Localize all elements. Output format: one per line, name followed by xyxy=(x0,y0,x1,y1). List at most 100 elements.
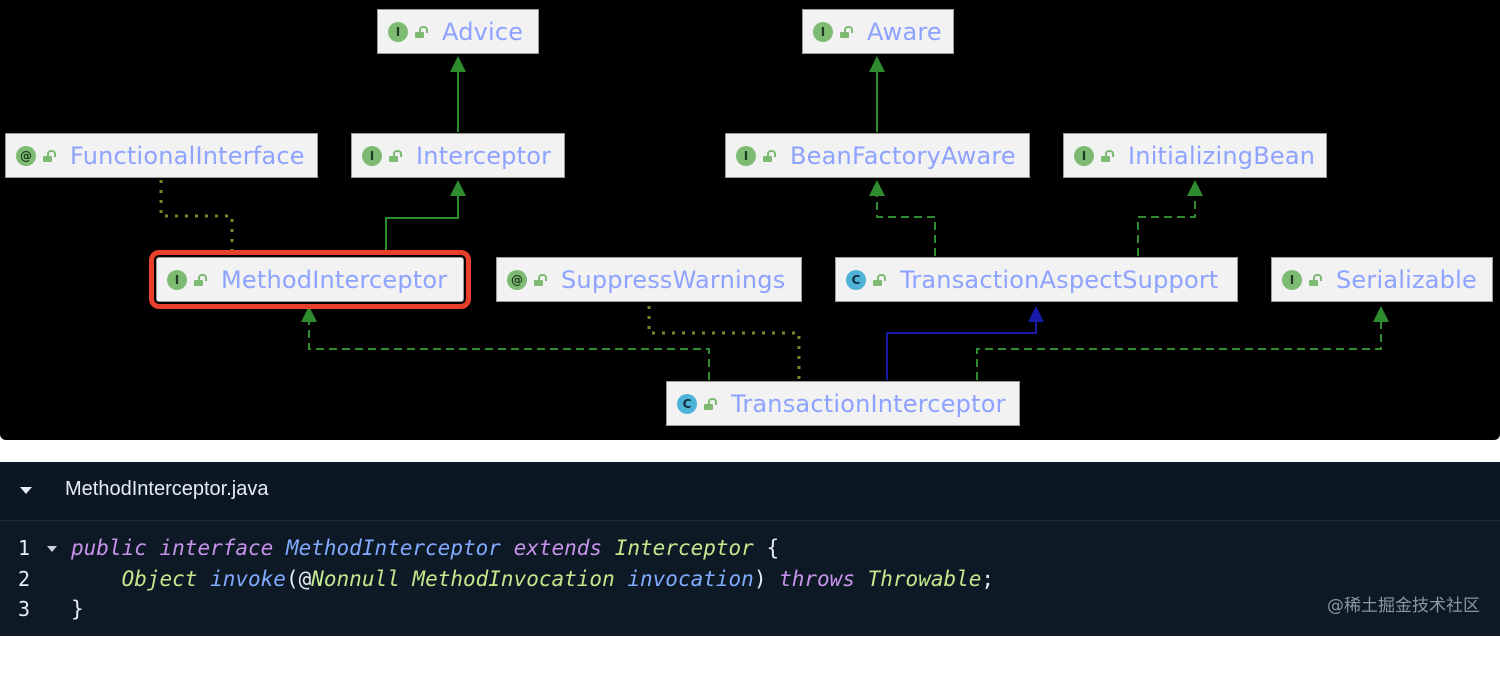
edge-arrowhead xyxy=(301,306,317,322)
class-diagram: I Advice I Aware @ FunctionalInterface I… xyxy=(0,0,1500,440)
node-suppress-warnings[interactable]: @ SuppressWarnings xyxy=(496,257,802,302)
edge-arrowhead xyxy=(450,56,466,72)
interface-icon: I xyxy=(167,269,187,290)
edge-arrowhead xyxy=(869,56,885,72)
code-token: ) xyxy=(753,567,780,591)
edge-tas-beanfactoryaware xyxy=(876,190,936,256)
node-label: TransactionAspectSupport xyxy=(900,265,1219,294)
watermark: @稀土掘金技术社区 xyxy=(1327,596,1480,616)
node-label: SuppressWarnings xyxy=(561,265,786,294)
code-line-text: } xyxy=(71,597,84,621)
code-token: MethodInvocation xyxy=(412,567,615,591)
node-transaction-interceptor[interactable]: C TransactionInterceptor xyxy=(666,381,1020,426)
node-functional-interface[interactable]: @ FunctionalInterface xyxy=(5,133,318,178)
node-advice[interactable]: I Advice xyxy=(377,9,539,54)
code-token: MethodInterceptor xyxy=(285,536,501,560)
edge-suppresswarnings-annotation xyxy=(647,306,801,380)
code-block: MethodInterceptor.java 1 public interfac… xyxy=(0,462,1500,636)
code-line-2: 2 Object invoke(@Nonnull MethodInvocatio… xyxy=(0,567,1500,597)
interface-icon: I xyxy=(736,145,756,166)
code-token: invoke xyxy=(210,567,286,591)
collapse-toggle-icon[interactable] xyxy=(20,487,32,494)
node-label: TransactionInterceptor xyxy=(731,389,1006,418)
code-line-text: Object invoke(@Nonnull MethodInvocation … xyxy=(71,567,995,591)
code-token: Throwable xyxy=(867,567,982,591)
public-lock-icon xyxy=(1308,273,1322,286)
code-token xyxy=(197,567,210,591)
code-block-header: MethodInterceptor.java xyxy=(0,462,1500,521)
node-label: BeanFactoryAware xyxy=(790,141,1016,170)
interface-icon: I xyxy=(1074,145,1094,166)
code-token: invocation xyxy=(627,567,754,591)
edge-functionalinterface-annotation xyxy=(159,180,234,250)
edge-arrowhead xyxy=(1187,180,1203,196)
interface-icon: I xyxy=(1282,269,1302,290)
code-line-text: public interface MethodInterceptor exten… xyxy=(71,536,779,560)
code-token: { xyxy=(753,536,780,560)
node-serializable[interactable]: I Serializable xyxy=(1271,257,1493,302)
line-number: 2 xyxy=(18,567,31,591)
code-token xyxy=(501,536,514,560)
interface-icon: I xyxy=(388,21,408,42)
public-lock-icon xyxy=(414,25,428,38)
code-token: throws xyxy=(779,567,855,591)
code-file-name: MethodInterceptor.java xyxy=(65,478,269,500)
code-token xyxy=(400,567,413,591)
abstract-class-icon: C xyxy=(846,269,866,290)
interface-icon: I xyxy=(813,21,833,42)
code-token: public xyxy=(71,536,147,560)
code-token xyxy=(615,567,628,591)
edge-tas-initializingbean xyxy=(1137,190,1196,256)
interface-icon: I xyxy=(362,145,382,166)
code-token: } xyxy=(71,597,84,621)
node-label: Aware xyxy=(867,17,942,46)
code-token: Interceptor xyxy=(614,536,754,560)
public-lock-icon xyxy=(388,149,402,162)
public-lock-icon xyxy=(703,397,717,410)
code-token xyxy=(602,536,615,560)
public-lock-icon xyxy=(193,273,207,286)
code-line-3: 3 } xyxy=(0,597,1500,627)
code-token: extends xyxy=(513,536,603,560)
line-number: 3 xyxy=(18,597,31,621)
edge-arrowhead xyxy=(869,180,885,196)
edge-arrowhead xyxy=(450,180,466,196)
code-token xyxy=(273,536,286,560)
code-token: Object xyxy=(121,567,198,591)
diagram-edges xyxy=(159,56,1389,380)
node-interceptor[interactable]: I Interceptor xyxy=(351,133,565,178)
public-lock-icon xyxy=(762,149,776,162)
code-token: interface xyxy=(159,536,274,560)
public-lock-icon xyxy=(839,25,853,38)
class-icon: C xyxy=(677,393,697,414)
node-aware[interactable]: I Aware xyxy=(802,9,954,54)
code-token: Nonnull xyxy=(311,567,400,591)
edge-ti-serializable xyxy=(976,316,1382,380)
code-token: (@ xyxy=(285,567,312,591)
public-lock-icon xyxy=(533,273,547,286)
node-method-interceptor[interactable]: I MethodInterceptor xyxy=(149,250,471,309)
code-token xyxy=(71,567,122,591)
edge-arrowhead xyxy=(1373,306,1389,322)
code-line-1: 1 public interface MethodInterceptor ext… xyxy=(0,536,1500,566)
edge-methodinterceptor-interceptor xyxy=(385,184,459,250)
edge-ti-tas xyxy=(886,318,1037,380)
line-number: 1 xyxy=(18,536,31,560)
node-label: MethodInterceptor xyxy=(221,265,448,294)
annotation-icon: @ xyxy=(16,145,36,166)
code-token: ; xyxy=(981,567,995,591)
public-lock-icon xyxy=(1100,149,1114,162)
node-initializing-bean[interactable]: I InitializingBean xyxy=(1063,133,1327,178)
edge-ti-methodinterceptor xyxy=(308,316,710,380)
node-bean-factory-aware[interactable]: I BeanFactoryAware xyxy=(725,133,1030,178)
node-label: Advice xyxy=(442,17,524,46)
fold-toggle-icon[interactable] xyxy=(47,546,57,552)
node-label: InitializingBean xyxy=(1128,141,1316,170)
annotation-icon: @ xyxy=(507,269,527,290)
node-label: Interceptor xyxy=(416,141,552,170)
node-transaction-aspect-support[interactable]: C TransactionAspectSupport xyxy=(835,257,1238,302)
public-lock-icon xyxy=(42,149,56,162)
code-token xyxy=(147,536,160,560)
node-label: FunctionalInterface xyxy=(70,141,305,170)
public-lock-icon xyxy=(872,273,886,286)
